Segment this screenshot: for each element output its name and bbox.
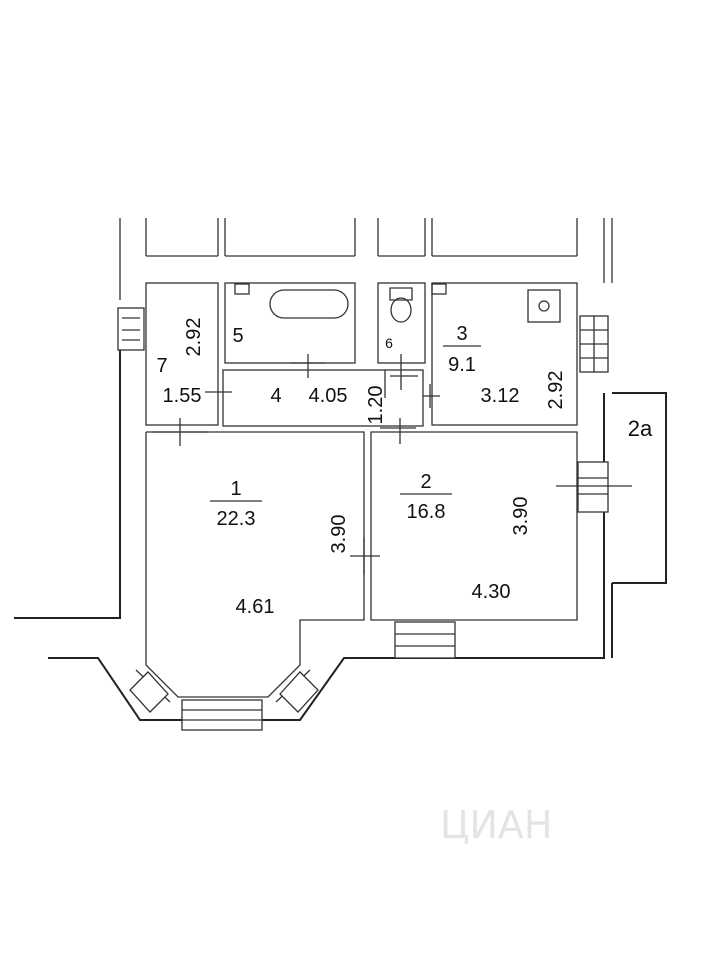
- room-2-number: 2: [420, 471, 431, 493]
- room-1-area: 22.3: [217, 508, 256, 530]
- room-1-number: 1: [230, 478, 241, 500]
- room-4-depth: 1.20: [365, 386, 387, 425]
- room-7-depth: 2.92: [183, 318, 205, 357]
- doors: [152, 354, 440, 575]
- room-3-number: 3: [456, 323, 467, 345]
- room-2-area: 16.8: [407, 501, 446, 523]
- room-2-depth: 3.90: [510, 497, 532, 536]
- room-5-number: 5: [232, 325, 243, 347]
- room-2-width: 4.30: [472, 581, 511, 603]
- bathtub-icon: [269, 289, 349, 319]
- room-4-width: 4.05: [309, 385, 348, 407]
- room-3-depth: 2.92: [545, 371, 567, 410]
- interior-walls: [145, 282, 578, 628]
- sink-icon: [234, 283, 447, 295]
- room-3-area: 9.1: [448, 354, 476, 376]
- room-4-number: 4: [270, 385, 281, 407]
- watermark: ЦИАН: [440, 803, 553, 847]
- room-1-depth: 3.90: [328, 515, 350, 554]
- toilet-icon: [389, 287, 413, 323]
- room-3-width: 3.12: [481, 385, 520, 407]
- room-6-number: 6: [385, 335, 393, 351]
- room-7-number: 7: [156, 355, 167, 377]
- room-7-width: 1.55: [163, 385, 202, 407]
- room-1-width: 4.61: [236, 596, 275, 618]
- stove-icon: [527, 289, 561, 323]
- room-2a-number: 2а: [628, 416, 653, 441]
- upper-structure: [119, 218, 613, 300]
- windows: [117, 307, 632, 731]
